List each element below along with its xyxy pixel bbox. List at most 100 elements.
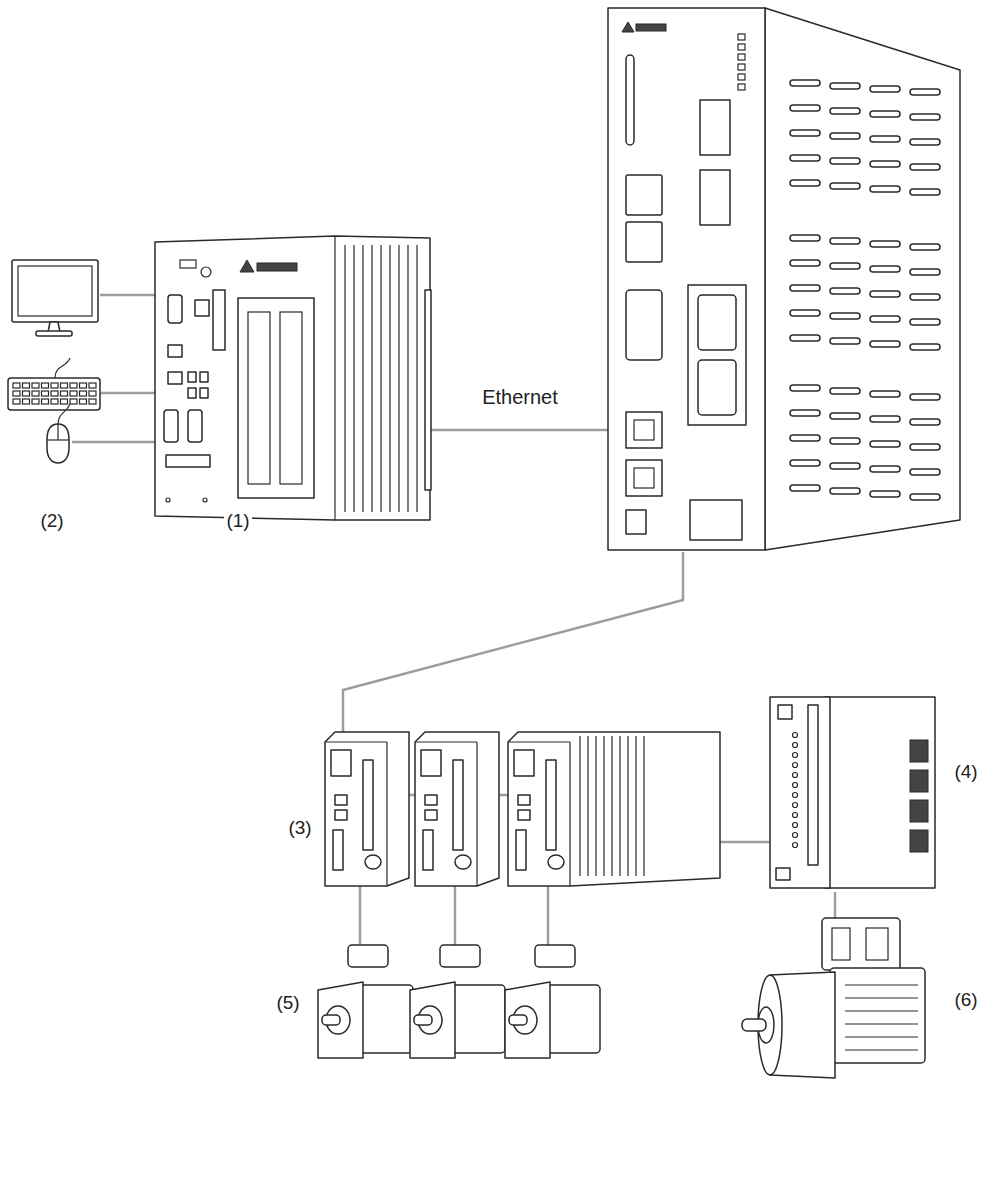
- servo-motors-part: [505, 945, 600, 1058]
- monitor-icon-part: [12, 260, 98, 322]
- spindle-motor-part: [866, 928, 888, 960]
- industrial-pc-part: [180, 260, 196, 268]
- industrial-pc-part: [248, 312, 270, 484]
- motion-controller-part-part: [790, 130, 820, 136]
- motion-controller-part-part: [910, 394, 940, 400]
- spindle-drive-part: [770, 697, 830, 888]
- motion-controller-part-part: [870, 186, 900, 192]
- motion-controller-part-part: [830, 133, 860, 139]
- motion-controller-part-part: [830, 488, 860, 494]
- servo-motors-part-part: [414, 1015, 432, 1025]
- motion-controller-part-part: [830, 338, 860, 344]
- motion-controller-part-part: [830, 183, 860, 189]
- industrial-pc-part: [188, 410, 202, 442]
- motion-controller-part-part: [910, 444, 940, 450]
- motion-controller-part-part: [830, 108, 860, 114]
- spindle-motor-part-part: [845, 1049, 918, 1050]
- spindle-drive-part-part: [793, 843, 798, 848]
- servo-drives-part: [580, 736, 644, 876]
- motion-controller-part-part: [790, 385, 820, 391]
- servo-drives-part-part: [335, 810, 347, 820]
- motion-controller-part-part: [830, 158, 860, 164]
- cable-wires-part: [430, 429, 626, 432]
- keyboard-icon-part-part: [51, 383, 58, 388]
- keyboard-icon-part-part: [80, 383, 87, 388]
- callout-number: (3): [286, 817, 313, 840]
- servo-drives-part-part: [425, 810, 437, 820]
- motion-controller-part-part: [790, 260, 820, 266]
- keyboard-icon-part: [55, 358, 70, 378]
- servo-drives-part: [325, 732, 409, 886]
- motion-controller-part-part: [790, 235, 820, 241]
- industrial-pc-part-part: [416, 245, 417, 512]
- spindle-drive-part-part: [793, 813, 798, 818]
- motion-controller-part-part: [830, 313, 860, 319]
- motion-controller-part-part: [790, 180, 820, 186]
- motion-controller-part-part: [790, 460, 820, 466]
- motion-controller-part: [698, 295, 736, 350]
- motion-controller-part-part: [790, 335, 820, 341]
- keyboard-icon-part-part: [23, 383, 30, 388]
- motion-controller-part-part: [738, 84, 745, 90]
- motion-controller-part: [626, 510, 646, 534]
- motion-controller-part-part: [830, 263, 860, 269]
- spindle-motor-part-part: [845, 997, 918, 998]
- monitor-icon: [12, 260, 98, 336]
- servo-drives-part-part: [579, 736, 580, 876]
- keyboard-icon: [8, 358, 100, 410]
- keyboard-icon-part-part: [89, 383, 96, 388]
- spindle-drive-part-part: [793, 773, 798, 778]
- keyboard-icon-part-part: [23, 391, 30, 396]
- spindle-drive-part: [778, 705, 792, 719]
- servo-drives-part-part: [619, 736, 620, 876]
- motion-controller-part: [690, 500, 742, 540]
- servo-drives-part-part: [516, 830, 526, 870]
- servo-drives-part-part: [548, 855, 564, 869]
- motion-controller-part-part: [870, 441, 900, 447]
- spindle-motor: [742, 918, 925, 1078]
- servo-drives-part-part: [421, 750, 441, 776]
- motion-controller-part-part: [870, 466, 900, 472]
- servo-drives-part-part: [569, 742, 570, 886]
- industrial-pc-part: [168, 372, 182, 384]
- callout-number: (5): [274, 992, 301, 1015]
- keyboard-icon-part-part: [32, 391, 39, 396]
- motion-controller-part-part: [738, 54, 745, 60]
- servo-drives-part-part: [635, 736, 636, 876]
- motion-controller-part-part: [790, 155, 820, 161]
- servo-motors-part-part: [410, 982, 455, 1058]
- industrial-pc-part-part: [398, 245, 399, 512]
- motion-controller-part-part: [830, 238, 860, 244]
- motion-controller-part-part: [870, 291, 900, 297]
- motion-controller-part-part: [870, 341, 900, 347]
- industrial-pc-part: [188, 388, 196, 398]
- spindle-motor-part-part: [845, 984, 918, 985]
- motion-controller-part: [626, 460, 662, 496]
- motion-controller-part-part: [830, 438, 860, 444]
- motion-controller-part: [636, 24, 666, 31]
- industrial-pc-part-part: [407, 245, 408, 512]
- motion-controller-part-part: [910, 89, 940, 95]
- industrial-pc-part: [213, 290, 225, 350]
- callout-number: (2): [38, 510, 65, 533]
- motion-controller-part: [626, 222, 662, 262]
- motion-controller-part-part: [790, 435, 820, 441]
- motion-controller-part-part: [910, 469, 940, 475]
- servo-drives-part-part: [415, 741, 477, 742]
- keyboard-icon-part-part: [13, 399, 20, 404]
- servo-motors-part: [318, 945, 413, 1058]
- servo-drives-part-part: [546, 760, 556, 850]
- spindle-drive-part-part: [910, 740, 928, 762]
- industrial-pc-part: [200, 388, 208, 398]
- spindle-motor-part: [845, 985, 918, 1050]
- industrial-pc-part: [200, 372, 208, 382]
- cable-wires-part: [343, 552, 683, 735]
- motion-controller-part-part: [870, 416, 900, 422]
- spindle-drive-part-part: [793, 803, 798, 808]
- monitor-icon-part: [36, 331, 72, 336]
- motion-controller-part-part: [870, 391, 900, 397]
- industrial-pc-part: [164, 410, 178, 442]
- cable-wires-part: [359, 886, 362, 945]
- servo-drives-part-part: [518, 795, 530, 805]
- spindle-drive-part: [776, 868, 790, 880]
